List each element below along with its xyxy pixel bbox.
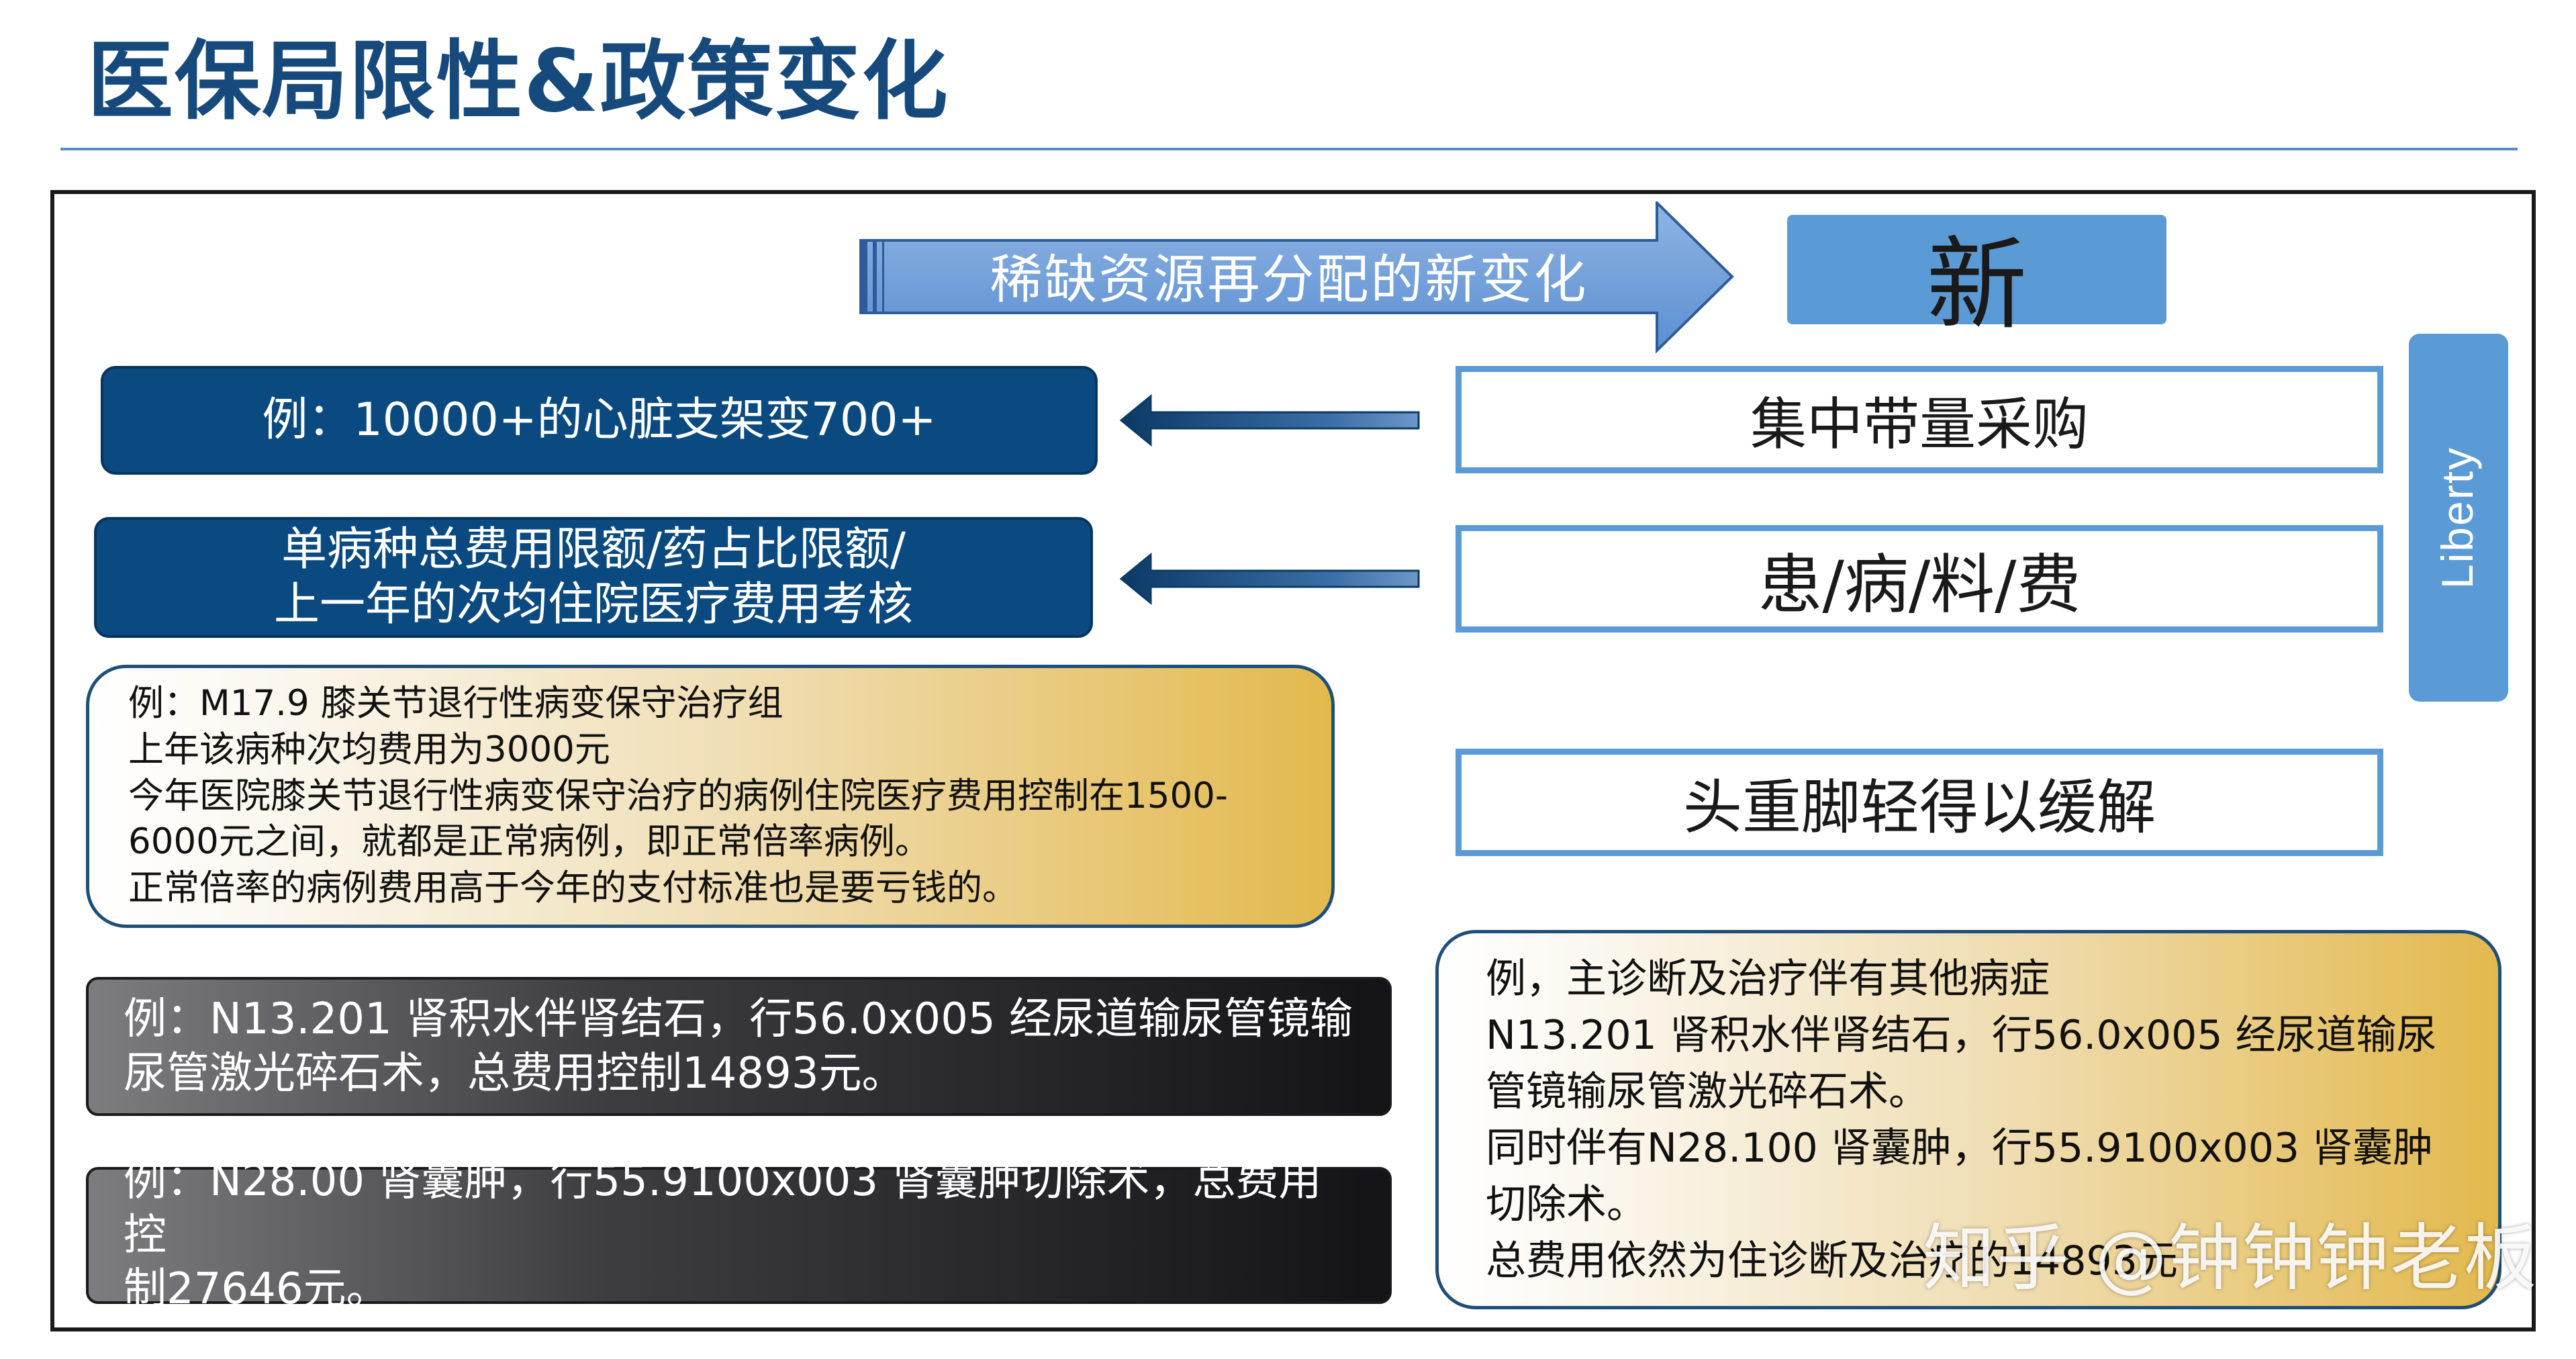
knee-example-line: 例：M17.9 膝关节退行性病变保守治疗组: [128, 682, 783, 724]
knee-example-line: 正常倍率的病例费用高于今年的支付标准也是要亏钱的。: [128, 868, 1018, 909]
left-arrow-icon: [1120, 552, 1420, 606]
patient-disease-material-fee-box: 患/病/料/费: [1456, 525, 2383, 632]
content-frame: [50, 190, 2536, 1331]
comorbidity-line: 同时伴有N28.100 肾囊肿，行55.9100x003 肾囊肿: [1486, 1124, 2434, 1172]
example-line: 尿管激光碎石术，总费用控制14893元。: [124, 1048, 905, 1098]
relief-box: 头重脚轻得以缓解: [1456, 749, 2383, 856]
knee-example-box: 例：M17.9 膝关节退行性病变保守治疗组 上年该病种次均费用为3000元 今年…: [86, 665, 1335, 928]
comorbidity-line: N13.201 肾积水伴肾结石，行56.0x005 经尿道输尿: [1486, 1011, 2437, 1059]
comorbidity-example-box: 例，主诊断及治疗伴有其他病症 N13.201 肾积水伴肾结石，行56.0x005…: [1435, 930, 2501, 1309]
knee-example-line: 今年医院膝关节退行性病变保守治疗的病例住院医疗费用控制在1500-: [128, 775, 1229, 816]
watermark: 知乎 @钟钟钟老板: [1922, 1217, 2538, 1301]
stent-example-box: 例：10000+的心脏支架变700+: [101, 366, 1098, 475]
arrow-label: 稀缺资源再分配的新变化: [990, 250, 1588, 310]
example-line: 例：N13.201 肾积水伴肾结石，行56.0x005 经尿道输尿管镜输: [124, 994, 1353, 1044]
comorbidity-line: 管镜输尿管激光碎石术。: [1486, 1068, 1929, 1115]
cost-limit-line: 上一年的次均住院医疗费用考核: [273, 578, 913, 631]
title-divider: [60, 148, 2518, 150]
liberty-sidebar: [2409, 334, 2508, 702]
renal-cyst-example-box: 例：N28.00 肾囊肿，行55.9100x003 肾囊肿切除术，总费用控 制2…: [86, 1156, 1392, 1314]
comorbidity-line: 例，主诊断及治疗伴有其他病症: [1486, 955, 2050, 1002]
left-arrow-icon: [1120, 393, 1420, 447]
new-label-box: 新: [1787, 215, 2166, 344]
knee-example-line: 6000元之间，就都是正常病例，即正常倍率病例。: [128, 821, 931, 863]
cost-limit-line: 单病种总费用限额/药占比限额/: [281, 523, 906, 577]
stent-example-text: 例：10000+的心脏支架变700+: [262, 393, 937, 447]
comorbidity-line: 总费用依然为住诊断及治疗的14893元: [1486, 1237, 2178, 1284]
page-title: 医保局限性&政策变化: [87, 32, 949, 132]
hydronephrosis-example-box: 例：N13.201 肾积水伴肾结石，行56.0x005 经尿道输尿管镜输 尿管激…: [86, 977, 1392, 1116]
procurement-box: 集中带量采购: [1456, 366, 2383, 473]
example-line: 例：N28.00 肾囊肿，行55.9100x003 肾囊肿切除术，总费用控: [124, 1156, 1322, 1260]
liberty-label: Liberty: [2432, 446, 2482, 590]
example-line: 制27646元。: [124, 1264, 389, 1315]
knee-example-line: 上年该病种次均费用为3000元: [128, 729, 610, 770]
cost-limit-box: 单病种总费用限额/药占比限额/ 上一年的次均住院医疗费用考核: [94, 517, 1093, 638]
comorbidity-line: 切除术。: [1486, 1180, 1647, 1228]
right-arrow-icon: [859, 201, 1734, 354]
